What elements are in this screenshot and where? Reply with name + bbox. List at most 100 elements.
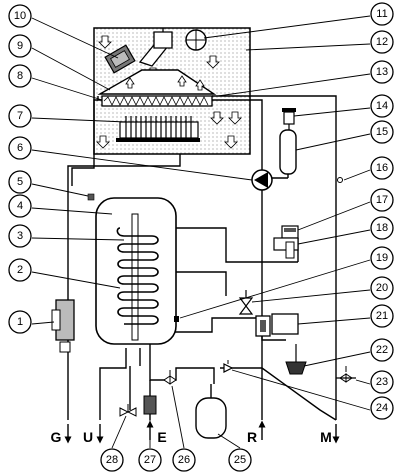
callout-circle xyxy=(370,120,394,144)
callout-2: 2 xyxy=(8,258,32,282)
callout-number: 4 xyxy=(17,200,23,212)
callout-number: 18 xyxy=(376,222,388,234)
port-label-g: G xyxy=(51,429,62,445)
callout-number: 22 xyxy=(376,344,388,356)
callout-20: 20 xyxy=(370,276,394,300)
callout-number: 8 xyxy=(17,70,23,82)
callout-number: 25 xyxy=(234,454,246,466)
gas-valve xyxy=(51,299,75,353)
callout-circle xyxy=(8,258,32,282)
cold-inlet-valve xyxy=(143,395,157,415)
callout-number: 23 xyxy=(376,376,388,388)
callout-circle xyxy=(8,224,32,248)
callout-circle xyxy=(8,64,32,88)
callout-number: 27 xyxy=(144,454,156,466)
water-pressure-switch xyxy=(281,225,299,239)
heating-expansion-vessel xyxy=(279,129,297,175)
callout-circle xyxy=(8,194,32,218)
callout-22: 22 xyxy=(370,338,394,362)
air-pressure-switch xyxy=(185,29,207,51)
callout-number: 20 xyxy=(376,282,388,294)
flue-pipe xyxy=(138,28,173,67)
callout-4: 4 xyxy=(8,194,32,218)
air-flow-arrows xyxy=(96,35,242,149)
diverter-valve xyxy=(255,315,271,337)
callout-circle xyxy=(228,448,252,472)
callout-25: 25 xyxy=(228,448,252,472)
callout-circle xyxy=(8,170,32,194)
callout-circle xyxy=(370,396,394,420)
callout-19: 19 xyxy=(370,246,394,270)
port-label-m: M xyxy=(320,429,332,445)
callout-circle xyxy=(370,30,394,54)
callout-number: 24 xyxy=(376,402,388,414)
callout-number: 9 xyxy=(17,40,23,52)
callout-circle xyxy=(8,34,32,58)
mixing-valve xyxy=(119,404,137,417)
callout-number: 17 xyxy=(376,194,388,206)
callout-circle xyxy=(370,188,394,212)
callout-18: 18 xyxy=(370,216,394,240)
callout-circle xyxy=(172,448,196,472)
callout-13: 13 xyxy=(370,60,394,84)
callout-17: 17 xyxy=(370,188,394,212)
port-label-e: E xyxy=(157,429,166,445)
callout-circle xyxy=(370,2,394,26)
callout-27: 27 xyxy=(138,448,162,472)
callout-circle xyxy=(370,156,394,180)
heating-coil xyxy=(116,227,159,325)
port-label-r: R xyxy=(247,429,257,445)
callout-circle xyxy=(8,104,32,128)
tank-temperature-sensor xyxy=(174,316,179,322)
callout-circle xyxy=(100,448,124,472)
callout-circle xyxy=(8,310,32,334)
callout-8: 8 xyxy=(8,64,32,88)
callout-number: 13 xyxy=(376,66,388,78)
port-label-u: U xyxy=(83,429,93,445)
callout-number: 14 xyxy=(376,100,388,112)
callout-number: 26 xyxy=(178,454,190,466)
drain-cock xyxy=(336,366,356,383)
callout-circle xyxy=(370,60,394,84)
callout-circle xyxy=(370,276,394,300)
circulation-pump xyxy=(251,169,273,191)
callout-number: 16 xyxy=(376,162,388,174)
non-return-valve xyxy=(223,360,234,373)
callout-number: 5 xyxy=(17,176,23,188)
callout-number: 7 xyxy=(17,110,23,122)
callout-3: 3 xyxy=(8,224,32,248)
callout-number: 1 xyxy=(17,316,23,328)
callout-circle xyxy=(370,216,394,240)
automatic-bypass xyxy=(273,237,299,259)
callout-15: 15 xyxy=(370,120,394,144)
callout-circle xyxy=(370,94,394,118)
burner xyxy=(116,116,200,142)
callout-number: 15 xyxy=(376,126,388,138)
callout-number: 11 xyxy=(376,8,387,20)
dhw-safety-valve xyxy=(163,370,177,385)
callout-16: 16 xyxy=(370,156,394,180)
callout-number: 21 xyxy=(376,310,388,322)
callout-number: 28 xyxy=(106,454,118,466)
callout-28: 28 xyxy=(100,448,124,472)
callout-12: 12 xyxy=(370,30,394,54)
callout-circle xyxy=(370,304,394,328)
callout-26: 26 xyxy=(172,448,196,472)
callout-9: 9 xyxy=(8,34,32,58)
callout-14: 14 xyxy=(370,94,394,118)
callout-24: 24 xyxy=(370,396,394,420)
callout-7: 7 xyxy=(8,104,32,128)
callout-1: 1 xyxy=(8,310,32,334)
callout-number: 10 xyxy=(14,10,26,22)
callout-10: 10 xyxy=(8,4,32,28)
callout-number: 3 xyxy=(17,230,23,242)
flue-gas-arrows xyxy=(125,75,205,91)
callout-23: 23 xyxy=(370,370,394,394)
fan xyxy=(104,44,136,74)
callout-5: 5 xyxy=(8,170,32,194)
callout-6: 6 xyxy=(8,136,32,160)
callout-number: 19 xyxy=(376,252,388,264)
filling-valve xyxy=(285,344,307,375)
